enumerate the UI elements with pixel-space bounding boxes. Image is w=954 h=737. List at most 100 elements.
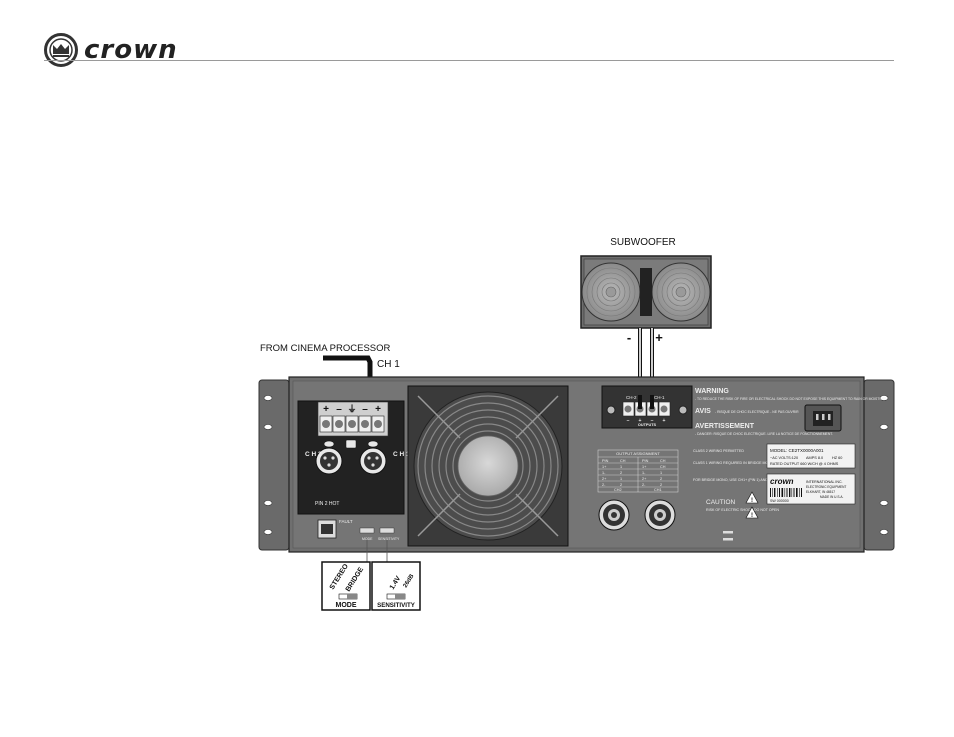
- speaker-plus-label: +: [655, 330, 663, 345]
- woofer-cone-right: [651, 262, 711, 322]
- caution-text: RISK OF ELECTRIC SHOCK DO NOT OPEN: [706, 508, 779, 512]
- plate-brand: crown: [770, 477, 794, 486]
- source-label: FROM CINEMA PROCESSOR: [260, 343, 391, 354]
- ground-lift-switch: [345, 439, 357, 449]
- serial-number: SW 000000: [770, 499, 789, 503]
- class-note-1: CLASS 2 WIRING PERMITTED: [693, 449, 744, 453]
- woofer-cone-left: [581, 262, 641, 322]
- xlr-connector-ch2: [315, 440, 343, 475]
- assignment-pin-header-left: PIN: [602, 459, 609, 463]
- warning-block: WARNING - TO REDUCE THE RISK OF FIRE OR …: [695, 388, 888, 436]
- mode-dip-switch: [359, 527, 375, 534]
- panel-slot: [723, 538, 733, 541]
- assignment-cell: 2: [620, 483, 622, 487]
- assignment-cell: 1-: [642, 471, 646, 475]
- speakon-connector-ch1: [644, 499, 676, 531]
- pin-hot-label: PIN 2 HOT: [315, 501, 339, 507]
- company-city: ELKHART, IN 46517: [806, 490, 835, 494]
- amplifier-rear-panel: [258, 376, 895, 553]
- rack-ear-right: [863, 379, 895, 551]
- assignment-cell: 1+: [602, 465, 607, 469]
- assignment-cell: 1: [660, 471, 662, 475]
- assignment-cell: 2: [620, 471, 622, 475]
- assignment-cell: 1-: [602, 471, 606, 475]
- assignment-cell: 2: [660, 477, 662, 481]
- sensitivity-dip-switch: [379, 527, 395, 534]
- shock-triangle-icon: [745, 506, 759, 519]
- avertissement-text: - DANGER: RISQUE DE CHOC ELECTRIQUE. LIR…: [695, 432, 833, 436]
- terminal-sign-3: ⏚: [347, 404, 356, 414]
- assignment-footer-left: CH2: [614, 488, 622, 492]
- assignment-cell: 1: [620, 477, 622, 481]
- assignment-cell: 2+: [642, 477, 647, 481]
- warning-text: - TO REDUCE THE RISK OF FIRE OR ELECTRIC…: [695, 397, 888, 401]
- terminal-sign-5: +: [375, 404, 381, 415]
- assignment-cell: CH: [660, 465, 666, 469]
- ch1-side-label: C H 1: [393, 451, 410, 458]
- mode-callout-label: MODE: [336, 602, 357, 609]
- fault-label: FAULT: [339, 519, 353, 524]
- class-note-3: FOR BRIDGE MONO, USE CH1+ (PIN 1) AND CH…: [693, 478, 801, 482]
- speakon-connector-ch2: [598, 499, 630, 531]
- mode-small-label: MODE: [362, 537, 373, 541]
- terminal-sign-4: –: [362, 404, 368, 415]
- speaker-minus-label: -: [627, 330, 631, 345]
- output-polarity-3: –: [651, 418, 654, 424]
- caution-block: CAUTION RISK OF ELECTRIC SHOCK DO NOT OP…: [706, 491, 779, 519]
- mode-callout: STEREO BRIDGE MODE: [321, 561, 371, 611]
- assignment-cell: 2+: [602, 477, 607, 481]
- fault-and-switches: FAULT MODE SENSITIVITY: [317, 519, 400, 541]
- output-ch1-label: CH-1: [654, 395, 665, 400]
- company-name: INTERNATIONAL INC.: [806, 480, 843, 484]
- rated-output: RATED OUTPUT 660 W/CH @ 4 OHMS: [770, 462, 839, 466]
- cooling-fan: [407, 385, 569, 547]
- output-assignment-table: OUTPUT ASSIGNMENT PIN CH PIN CH 1+ 1 1- …: [597, 449, 679, 493]
- barcode-icon: [770, 488, 802, 497]
- model-number: MODEL: CE2TX0000A001: [770, 448, 824, 453]
- subwoofer-port: [640, 268, 652, 316]
- made-in: MADE IN U.S.A.: [820, 495, 843, 499]
- model-plate: MODEL: CE2TX0000A001 ~AC VOLTS:120 AMPS …: [766, 443, 856, 505]
- outputs-title: OUTPUTS: [638, 423, 657, 427]
- assignment-footer-right: CH1: [654, 488, 662, 492]
- assignment-cell: 1+: [642, 465, 647, 469]
- avis-text: - RISQUE DE CHOC ELECTRIQUE - NE PAS OUV…: [715, 410, 799, 414]
- hz: HZ 60: [832, 456, 842, 460]
- xlr-connector-ch1: [359, 440, 387, 475]
- assignment-cell: 1: [620, 465, 622, 469]
- avertissement-title: AVERTISSEMENT: [695, 423, 755, 430]
- subwoofer-label: SUBWOOFER: [610, 237, 676, 248]
- caution-title: CAUTION: [706, 499, 736, 506]
- company-line2: ELECTRONIC EQUIPMENT: [806, 485, 846, 489]
- class-wiring-notes: CLASS 2 WIRING PERMITTED CLASS 1 WIRING …: [693, 449, 801, 482]
- sensitivity-callout: 1.4V 26dB SENSITIVITY: [371, 561, 421, 611]
- channel-label: CH 1: [377, 359, 400, 370]
- input-module: + – ⏚ – + C H 2 C H 1 PIN 2 HOT: [297, 400, 410, 515]
- terminal-sign-2: –: [336, 404, 342, 415]
- ac-power-inlet: [804, 404, 842, 432]
- avis-title: AVIS: [695, 408, 711, 415]
- caution-triangle-icon: [745, 491, 759, 504]
- crown-logo-icon: [44, 33, 78, 67]
- subwoofer: [580, 255, 712, 329]
- svg-text:!: !: [751, 513, 753, 519]
- amps: AMPS 8.0: [806, 456, 823, 460]
- assignment-cell: 2: [660, 483, 662, 487]
- output-ch2-label: CH-2: [626, 395, 637, 400]
- sensitivity-small-label: SENSITIVITY: [378, 537, 400, 541]
- assignment-cell: 2-: [642, 483, 646, 487]
- assignment-title: OUTPUT ASSIGNMENT: [616, 451, 660, 456]
- assignment-ch-header-left: CH: [620, 459, 626, 463]
- output-terminal-block: CH-2 CH-1 – + – + OUTPUTS: [601, 385, 693, 429]
- ch2-side-label: C H 2: [305, 451, 322, 458]
- assignment-ch-header-right: CH: [660, 459, 666, 463]
- output-polarity-2: +: [639, 418, 642, 424]
- header-rule: [44, 60, 894, 61]
- assignment-pin-header-right: PIN: [642, 459, 649, 463]
- sensitivity-callout-label: SENSITIVITY: [377, 602, 416, 609]
- fan-hub: [457, 435, 519, 497]
- output-polarity-4: +: [663, 418, 666, 424]
- assignment-cell: 2-: [602, 483, 606, 487]
- ac-volts: ~AC VOLTS:120: [770, 456, 798, 460]
